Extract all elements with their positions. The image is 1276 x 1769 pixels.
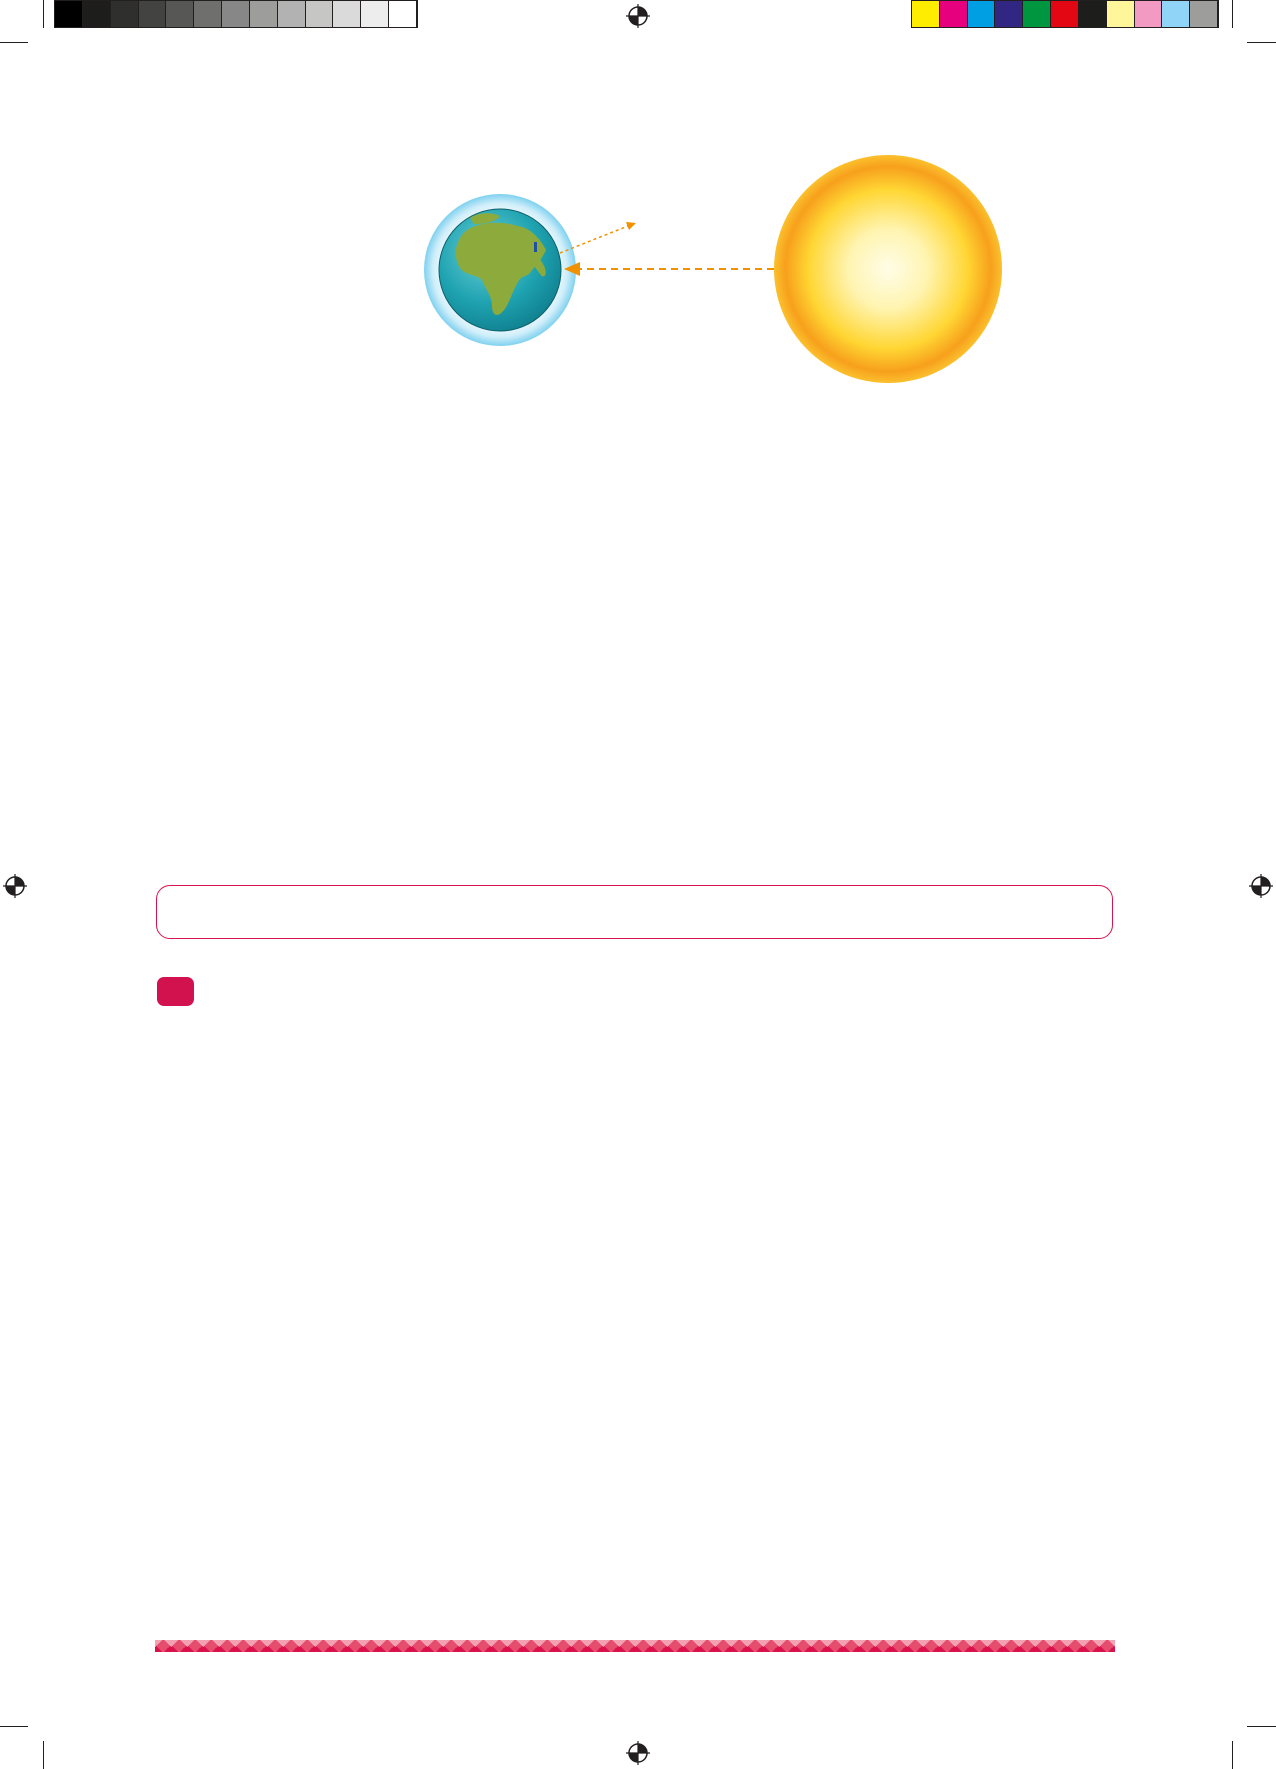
earth-globe-icon [424, 194, 576, 346]
process-color-swatch [1106, 1, 1135, 27]
grayscale-swatch [389, 1, 417, 27]
grayscale-swatch [277, 1, 306, 27]
crop-mark-top-left-h [0, 42, 28, 43]
crop-mark-top-right-h [1247, 42, 1276, 43]
grayscale-swatch [361, 1, 390, 27]
process-color-swatch [1134, 1, 1163, 27]
crop-mark-bottom-right-v [1232, 1741, 1233, 1769]
process-color-swatch [1023, 1, 1052, 27]
grayscale-swatch [305, 1, 334, 27]
grayscale-swatch [82, 1, 111, 27]
grayscale-calibration-bar [54, 0, 418, 28]
registration-mark-top-icon [626, 4, 650, 28]
registration-mark-right-icon [1249, 874, 1273, 898]
grayscale-swatch [110, 1, 139, 27]
process-color-swatch [939, 1, 968, 27]
earth-sun-illustration [424, 155, 1002, 383]
crop-mark-top-right-v [1232, 0, 1233, 28]
process-color-swatch [912, 1, 940, 27]
grayscale-swatch [55, 1, 83, 27]
crop-mark-top-left-v [43, 0, 44, 28]
registration-mark-left-icon [3, 874, 27, 898]
process-color-swatch [1051, 1, 1079, 27]
grayscale-swatch [138, 1, 167, 27]
process-color-swatch [1078, 1, 1107, 27]
section-bullet-marker [157, 977, 194, 1006]
process-color-swatch [995, 1, 1024, 27]
grayscale-swatch [222, 1, 250, 27]
process-color-calibration-bar [911, 0, 1219, 28]
crop-mark-bottom-right-h [1247, 1726, 1276, 1727]
grayscale-swatch [249, 1, 278, 27]
sun-icon [774, 155, 1002, 383]
registration-mark-bottom-icon [626, 1741, 650, 1765]
process-color-swatch [1190, 1, 1218, 27]
process-color-swatch [1162, 1, 1191, 27]
crop-mark-bottom-left-h [0, 1726, 28, 1727]
grayscale-swatch [333, 1, 362, 27]
grayscale-swatch [166, 1, 195, 27]
crop-mark-bottom-left-v [43, 1741, 44, 1769]
note-box [156, 885, 1113, 939]
grayscale-swatch [194, 1, 223, 27]
decorative-footer-strip [155, 1640, 1115, 1652]
incoming-radiation-arrow [564, 262, 774, 276]
process-color-swatch [967, 1, 996, 27]
reflected-radiation-arrow [559, 222, 636, 254]
